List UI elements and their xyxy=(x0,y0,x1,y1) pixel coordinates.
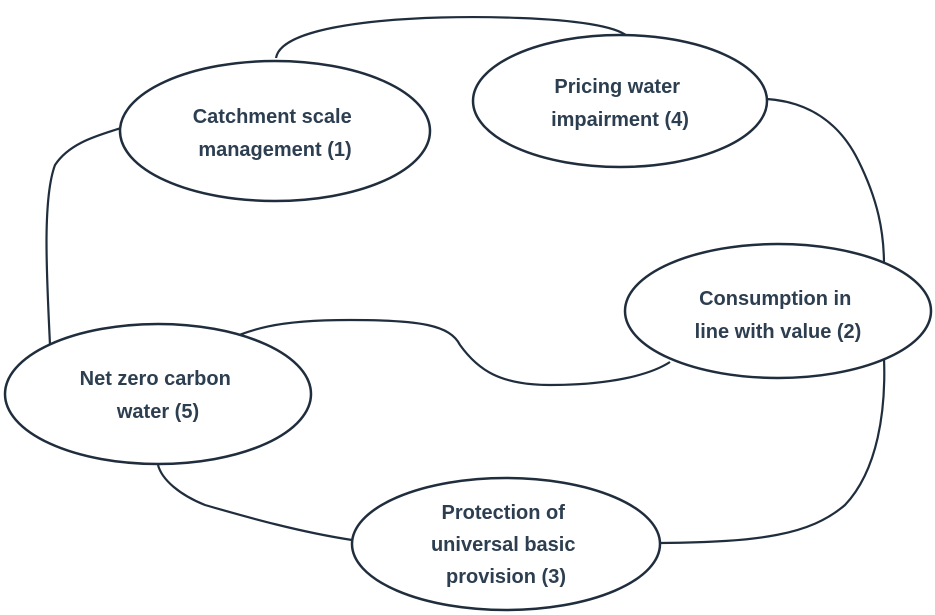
node-pricing: Pricing water impairment (4) xyxy=(471,33,769,169)
node-consumption-line-2: line with value (2) xyxy=(695,321,862,343)
node-protection-line-1: Protection of xyxy=(442,502,566,524)
node-pricing-ellipse xyxy=(471,33,769,169)
node-catchment: Catchment scale management (1) xyxy=(118,59,432,203)
node-netzero-label: Net zero carbon water (5) xyxy=(80,368,237,423)
node-consumption-line-1: Consumption in xyxy=(699,288,851,310)
node-netzero: Net zero carbon water (5) xyxy=(3,322,313,466)
node-catchment-ellipse xyxy=(118,59,432,203)
node-netzero-line-2: water (5) xyxy=(116,401,199,423)
connector-4-2 xyxy=(766,97,886,266)
connector-3-5 xyxy=(156,464,353,542)
node-protection-ellipse xyxy=(350,476,662,612)
connector-5-2 xyxy=(209,318,671,387)
node-protection-line-2: universal basic xyxy=(431,534,576,556)
node-consumption-ellipse xyxy=(623,242,933,380)
connectors xyxy=(45,15,886,545)
node-catchment-line-2: management (1) xyxy=(198,139,351,161)
connector-1-4 xyxy=(274,15,628,59)
node-catchment-label: Catchment scale management (1) xyxy=(193,106,358,161)
connector-2-3 xyxy=(660,357,886,545)
node-consumption-label: Consumption in line with value (2) xyxy=(695,288,862,343)
node-protection-line-3: provision (3) xyxy=(446,566,566,588)
node-pricing-label: Pricing water impairment (4) xyxy=(551,76,689,131)
node-pricing-line-1: Pricing water xyxy=(554,76,680,98)
node-protection-label: Protection of universal basic provision … xyxy=(431,502,581,588)
node-pricing-line-2: impairment (4) xyxy=(551,109,689,131)
node-catchment-line-1: Catchment scale xyxy=(193,106,352,128)
node-netzero-line-1: Net zero carbon xyxy=(80,368,231,390)
node-protection: Protection of universal basic provision … xyxy=(350,476,662,612)
connector-5-1 xyxy=(45,126,122,346)
node-consumption: Consumption in line with value (2) xyxy=(623,242,933,380)
node-netzero-ellipse xyxy=(3,322,313,466)
